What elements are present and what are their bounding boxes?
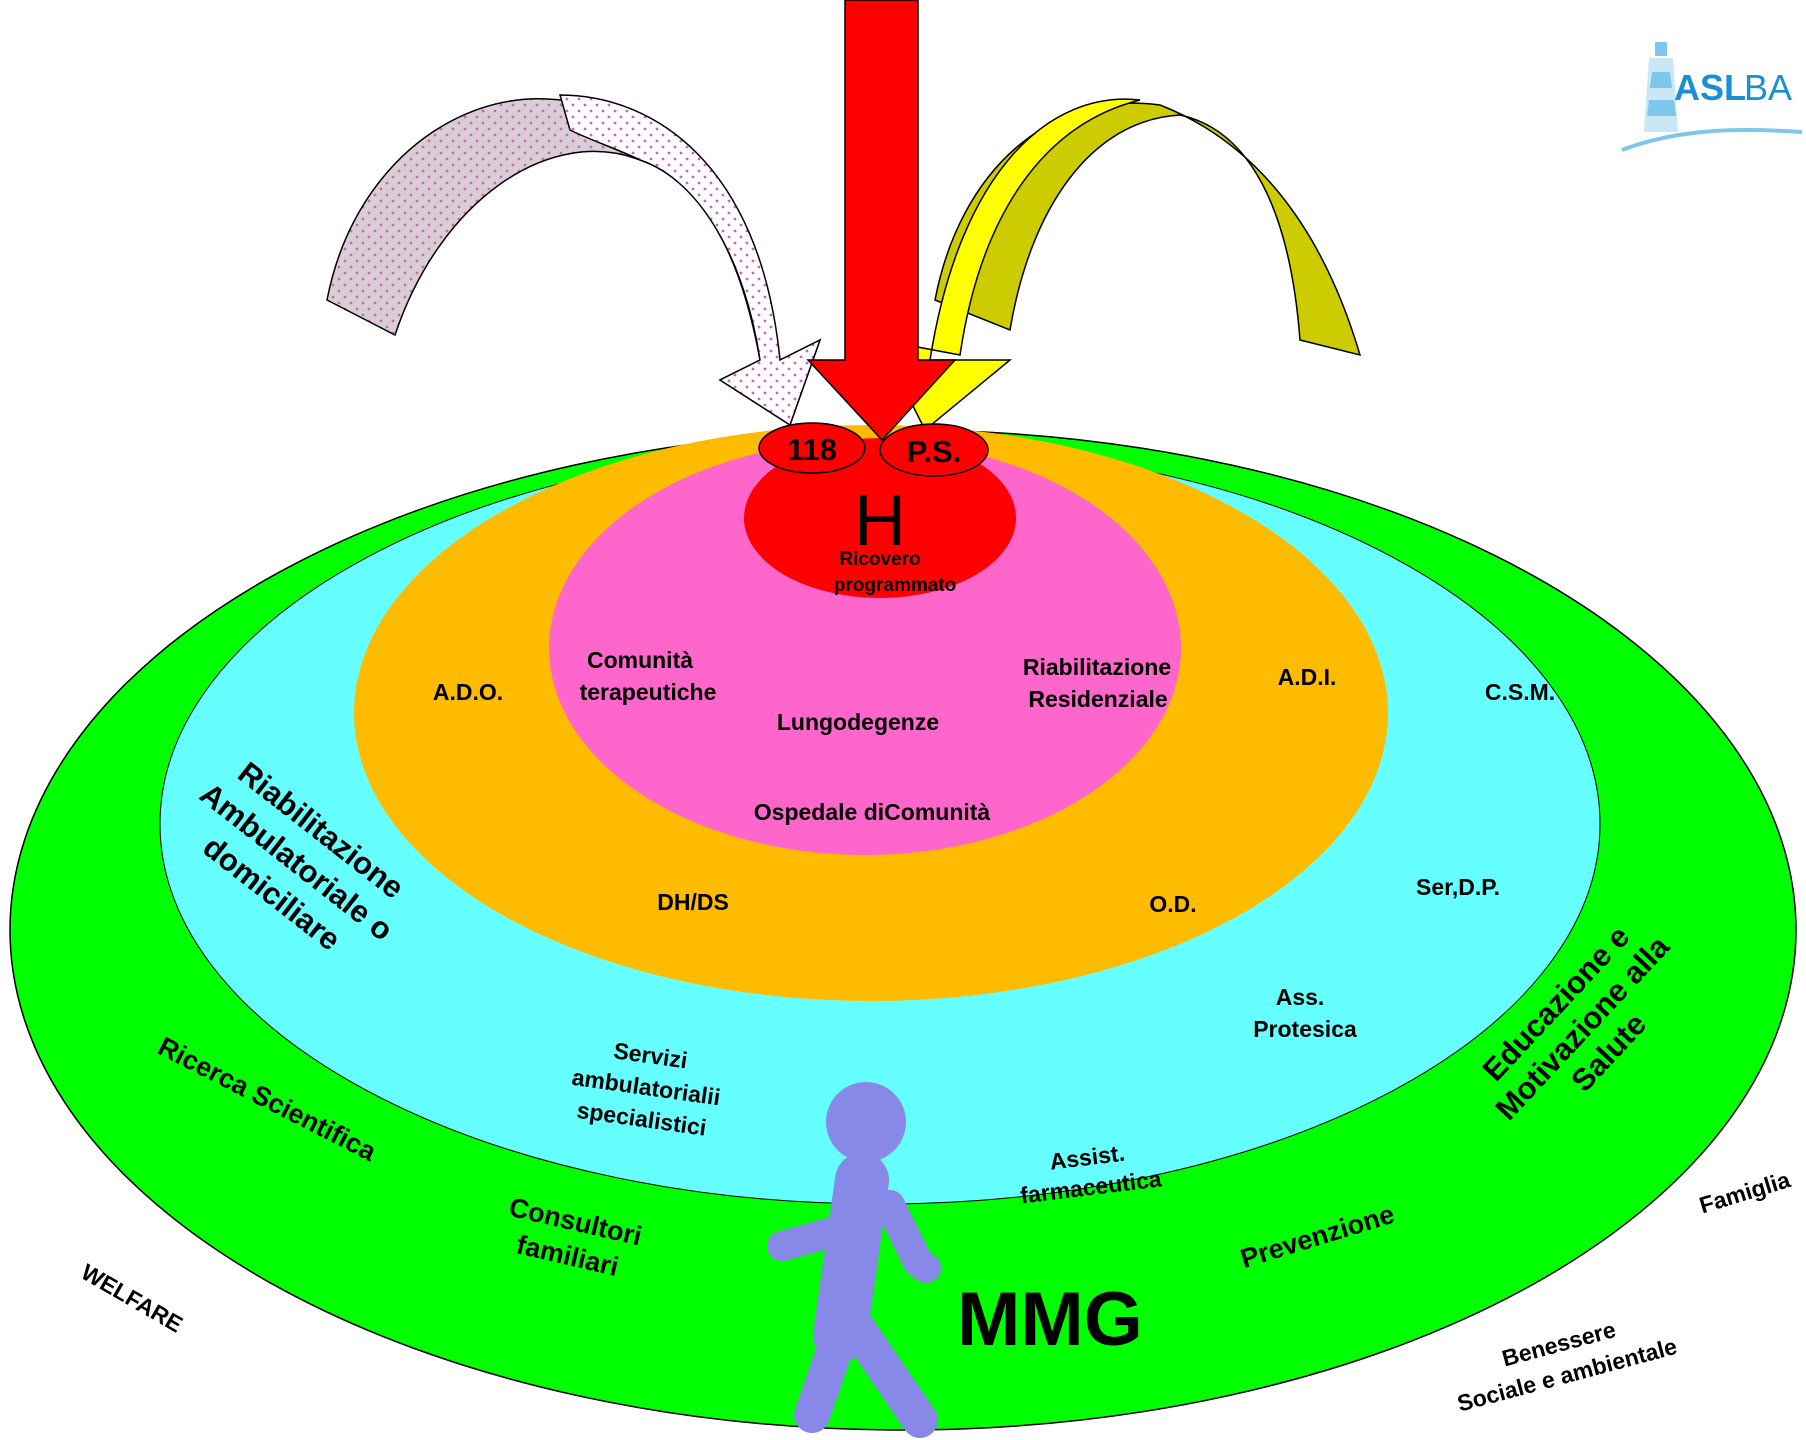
- servizi-ambulatoriali: Servizi ambulatorialii specialistici: [570, 1037, 722, 1140]
- logo-asl: ASL: [1674, 67, 1746, 108]
- riabilitazione-line1: Riabilitazione: [1023, 654, 1171, 680]
- aslba-logo: ASL BA: [1621, 42, 1803, 152]
- od-label: O.D.: [1149, 891, 1196, 917]
- pink-core: [549, 441, 1181, 855]
- badge-ps-oval: [879, 423, 989, 477]
- badge-ps: P.S.: [907, 434, 962, 469]
- red-arrow: [806, 0, 957, 442]
- hospital-h: H: [854, 481, 906, 561]
- csm-label: C.S.M.: [1485, 679, 1555, 705]
- benessere-label: Benessere Sociale e ambientale: [1454, 1316, 1679, 1416]
- ospedale-comunita: Ospedale diComunità: [754, 799, 991, 825]
- riabilitazione-line2: Residenziale: [1028, 686, 1167, 712]
- comunita-line1: Comunità: [587, 647, 693, 673]
- ricovero-line1: Ricovero: [839, 549, 920, 570]
- hospital-oval: [744, 438, 1016, 598]
- mmg-label: MMG: [957, 1277, 1143, 1362]
- lighthouse-icon: [1621, 42, 1803, 152]
- left-curved-arrow: [326, 94, 822, 427]
- right-curved-arrow: [878, 98, 1362, 432]
- dhds-label: DH/DS: [657, 889, 729, 915]
- ass-line2: Protesica: [1253, 1016, 1357, 1042]
- lungodegenze: Lungodegenze: [777, 709, 939, 735]
- comunita-line2: terapeutiche: [580, 679, 717, 705]
- person-icon: [767, 1082, 941, 1438]
- ass-line1: Ass.: [1276, 984, 1325, 1010]
- badge-118: 118: [787, 432, 837, 467]
- logo-ba: BA: [1744, 67, 1792, 108]
- badge-118-oval: [758, 422, 866, 474]
- ado-label: A.D.O.: [433, 679, 503, 705]
- ricovero-line2: programmato: [834, 575, 956, 596]
- riab-ambulatoriale: Riabilitazione Ambulatoriale o domicilia…: [193, 755, 410, 958]
- famiglia-label: Famiglia: [1696, 1166, 1793, 1218]
- welfare-label: WELFARE: [77, 1259, 187, 1338]
- serdp-label: Ser,D.P.: [1416, 874, 1500, 900]
- adi-label: A.D.I.: [1278, 664, 1337, 690]
